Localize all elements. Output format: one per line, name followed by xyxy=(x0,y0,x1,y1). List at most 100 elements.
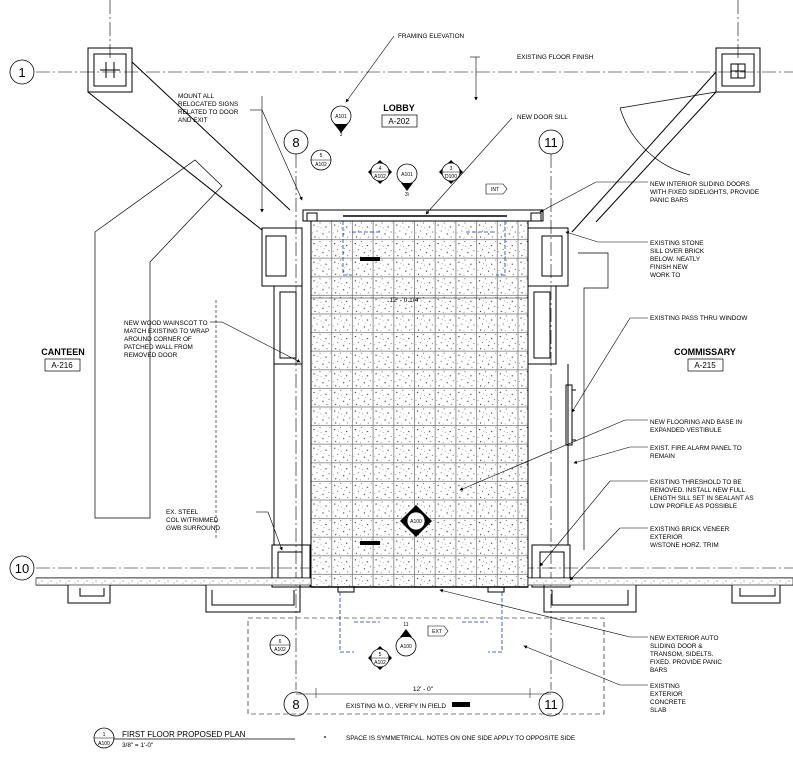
tag-a100-center-label: A100 xyxy=(410,519,422,525)
note-mount-signs-line: RELOCATED SIGNS xyxy=(178,101,238,108)
grid-label-11-top: 11 xyxy=(544,135,558,150)
room-commissary: COMMISSARY A-215 xyxy=(674,347,736,372)
note-steel-col-line: GWB SURROUND xyxy=(166,525,220,532)
room-canteen-name: CANTEEN xyxy=(41,347,85,357)
tag-a102-bottom-left-sub: A102 xyxy=(274,647,286,653)
grid-label-8-bottom: 8 xyxy=(292,697,299,712)
note-new-flooring: NEW FLOORING AND BASE IN EXPANDED VESTIB… xyxy=(650,419,742,434)
tag-a101-center: A101 3\ xyxy=(396,163,418,198)
opening-dimension-label: 12' - 0" xyxy=(413,686,434,693)
note-mount-signs-line: AND EXIT xyxy=(178,117,208,124)
note-pass-thru-window: EXISTING PASS THRU WINDOW xyxy=(650,315,748,322)
note-existing-floor-finish: EXISTING FLOOR FINISH xyxy=(517,54,594,61)
commissary-outline xyxy=(578,252,609,550)
title-scale: 3/8" = 1'-0" xyxy=(122,742,153,749)
note-brick-veneer-line: EXISTING BRICK VENEER xyxy=(650,526,730,533)
tag-a102-bottom: 5 A102 xyxy=(368,646,392,670)
note-brick-veneer-line: W/STONE HORZ. TRIM xyxy=(650,542,719,549)
note-steel-col: EX. STEEL COL W/TRIMMED GWB SURROUND xyxy=(166,509,220,532)
tag-a102-left-num: 5 xyxy=(320,153,323,159)
tag-d100: 3 D100 xyxy=(439,160,463,184)
note-threshold: EXISTING THRESHOLD TO BE REMOVED. INSTAL… xyxy=(650,479,754,510)
leader-lines xyxy=(210,35,648,686)
note-steel-col-line: COL W/TRIMMED xyxy=(166,517,219,524)
tag-a102-center-sub: A102 xyxy=(374,174,386,180)
inner-dimension: 12' - 0 1/4" xyxy=(311,297,528,304)
room-lobby-ref: A-202 xyxy=(388,117,410,126)
tag-int-label: INT xyxy=(491,187,499,193)
grid-bubble-10: 10 xyxy=(9,555,35,581)
note-brick-veneer-line: EXTERIOR xyxy=(650,534,683,541)
note-wainscot-line: MATCH EXISTING TO WRAP xyxy=(124,328,209,335)
note-slab-line: EXISTING xyxy=(650,683,680,690)
interior-door-panels xyxy=(342,221,506,276)
note-flooring-line: NEW FLOORING AND BASE IN xyxy=(650,419,742,426)
note-fire-alarm: EXIST. FIRE ALARM PANEL TO REMAIN xyxy=(650,445,742,460)
note-threshold-line: LOW PROFILE AS POSSIBLE xyxy=(650,503,737,510)
tag-d100-num: 3 xyxy=(450,166,453,172)
tag-a100-bottom: 11 A100 xyxy=(395,622,417,657)
note-fire-alarm-line: REMAIN xyxy=(650,453,675,460)
grid-label-10: 10 xyxy=(15,561,29,576)
sill-marker-exterior xyxy=(452,702,470,707)
tag-a102-left-sub: A102 xyxy=(315,162,327,168)
note-existing-mo: EXISTING M.O., VERIFY IN FIELD xyxy=(346,703,446,710)
tag-a102-bottom-sub: A102 xyxy=(374,660,386,666)
note-exterior-doors-line: SLIDING DOOR & xyxy=(650,643,703,650)
note-exterior-doors-line: FIXED. PROVIDE PANIC xyxy=(650,659,722,666)
note-exterior-doors-line: NEW EXTERIOR AUTO xyxy=(650,635,718,642)
note-framing-elevation: FRAMING ELEVATION xyxy=(398,33,465,40)
grid-label-11-bottom: 11 xyxy=(544,697,558,712)
note-mount-signs-line: RELATED TO DOOR xyxy=(178,109,239,116)
grid-bubble-1: 1 xyxy=(9,59,35,85)
note-mount-signs-line: MOUNT ALL xyxy=(178,93,215,100)
grid-bubble-8-top: 8 xyxy=(283,129,309,155)
note-stone-sill-line: BELOW. NEATLY xyxy=(650,256,701,263)
note-fire-alarm-line: EXIST. FIRE ALARM PANEL TO xyxy=(650,445,742,452)
grid-bubble-11-bottom: 11 xyxy=(538,691,564,717)
tag-a101-top-num: A101 xyxy=(335,114,347,120)
tag-a102-bottom-left: 6 A102 xyxy=(269,634,291,656)
opening-dimension: 12' - 0" xyxy=(296,686,551,698)
title-text: FIRST FLOOR PROPOSED PLAN xyxy=(122,730,246,739)
tag-int: INT xyxy=(485,183,508,195)
grid-bubble-11-top: 11 xyxy=(538,129,564,155)
exterior-door-panels xyxy=(339,592,503,653)
grid-label-1: 1 xyxy=(18,65,25,80)
note-threshold-line: LENGTH SILL SET IN SEALANT AS xyxy=(650,495,754,502)
inner-dimension-label: 12' - 0 1/4" xyxy=(389,297,421,304)
note-stone-sill-line: SILL OVER BRICK xyxy=(650,248,705,255)
exterior-slab xyxy=(247,617,605,715)
canteen-outline xyxy=(94,159,223,519)
title-block: 1 A100 FIRST FLOOR PROPOSED PLAN 3/8" = … xyxy=(93,727,575,749)
note-brick-veneer: EXISTING BRICK VENEER EXTERIOR W/STONE H… xyxy=(650,526,730,549)
note-wainscot-line: NEW WOOD WAINSCOT TO xyxy=(124,320,208,327)
note-wainscot-line: REMOVED DOOR xyxy=(124,352,178,359)
tag-a101-top: A101 3 xyxy=(330,105,352,138)
note-mount-signs: MOUNT ALL RELOCATED SIGNS RELATED TO DOO… xyxy=(178,93,239,124)
note-flooring-line: EXPANDED VESTIBULE xyxy=(650,427,722,434)
interior-sliding-doors xyxy=(302,209,544,222)
tag-a100-bottom-num: 11 xyxy=(403,622,408,628)
tag-a101-top-sub: 3 xyxy=(340,132,343,138)
tag-ext: EXT xyxy=(427,625,449,637)
note-exterior-doors: NEW EXTERIOR AUTO SLIDING DOOR & TRANSOM… xyxy=(650,635,722,674)
door-swing-top-right xyxy=(619,91,717,176)
note-existing-stone-sill: EXISTING STONE SILL OVER BRICK BELOW. NE… xyxy=(650,240,705,279)
column-top-left xyxy=(87,47,133,93)
title-detail-number: 1 xyxy=(103,732,106,738)
note-new-interior-doors: NEW INTERIOR SLIDING DOORS WITH FIXED SI… xyxy=(650,181,759,204)
tag-a100-center: A100 xyxy=(400,505,432,537)
note-slab-line: CONCRETE xyxy=(650,699,686,706)
sill-marker-bottom xyxy=(360,541,380,545)
tag-a102-center: 4 A102 xyxy=(368,160,392,184)
note-threshold-line: EXISTING THRESHOLD TO BE xyxy=(650,479,742,486)
tag-d100-sub: D100 xyxy=(445,174,457,180)
note-wood-wainscot: NEW WOOD WAINSCOT TO MATCH EXISTING TO W… xyxy=(124,320,209,359)
note-new-door-sill: NEW DOOR SILL xyxy=(517,114,568,121)
title-footnote: SPACE IS SYMMETRICAL. NOTES ON ONE SIDE … xyxy=(346,735,575,742)
room-commissary-name: COMMISSARY xyxy=(674,347,736,357)
note-stone-sill-line: WORK TO xyxy=(650,272,680,279)
note-wainscot-line: AROUND CORNER OF xyxy=(124,336,192,343)
